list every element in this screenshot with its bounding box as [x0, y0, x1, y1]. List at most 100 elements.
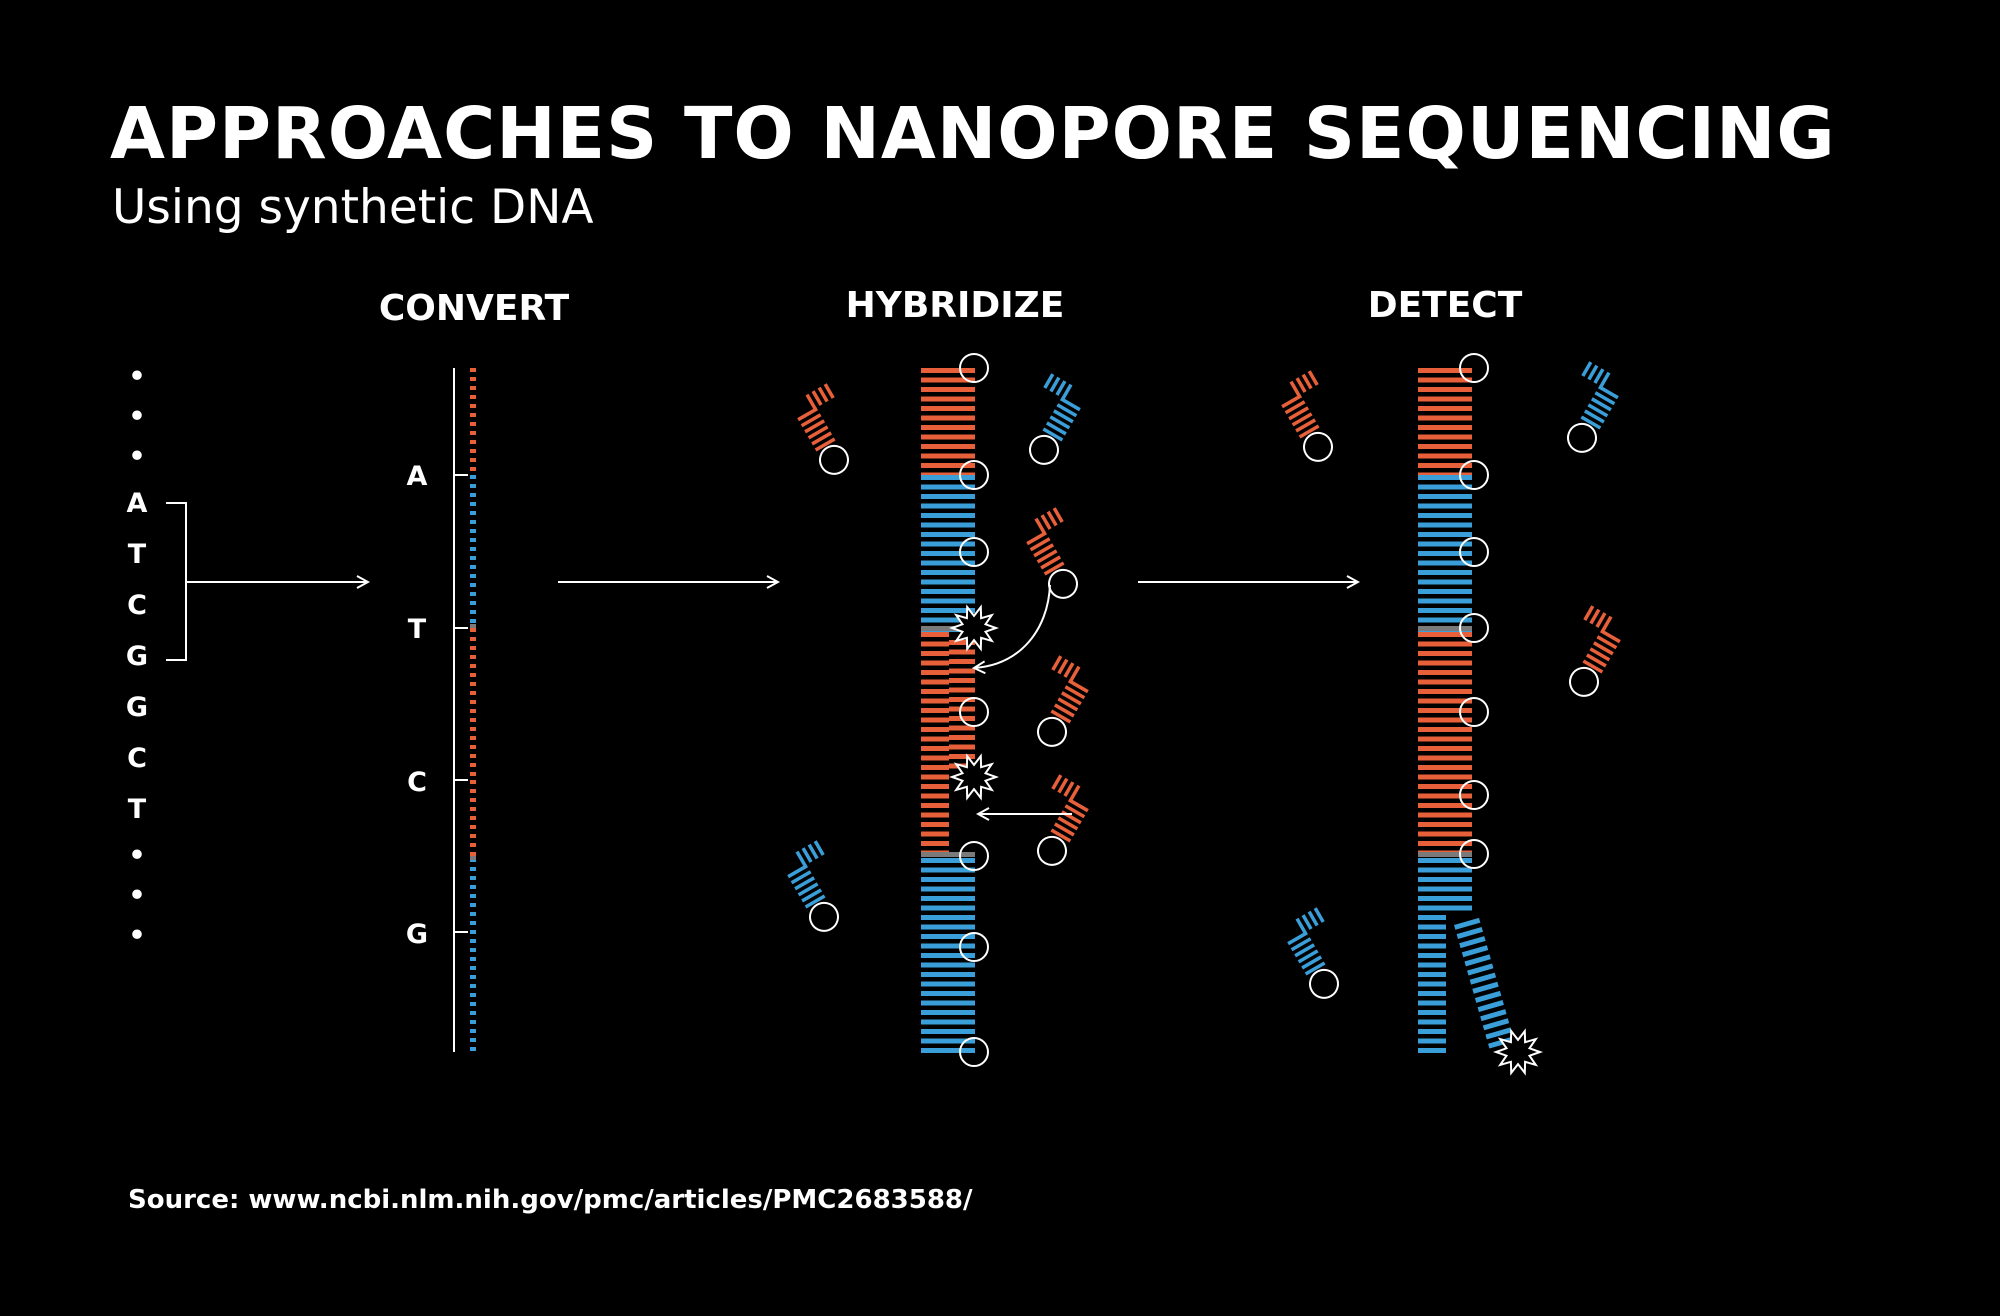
probe-segment [1060, 691, 1082, 706]
dna-base-stripe [1418, 522, 1472, 528]
dna-base-stripe [1418, 755, 1472, 761]
dna-base-stripe [1418, 746, 1472, 751]
dna-base-dash [470, 673, 476, 677]
probe-segment [1049, 376, 1061, 393]
dna-base-stripe [921, 377, 975, 383]
dna-base-stripe [949, 735, 975, 740]
beacon-probe-icon [1037, 655, 1089, 747]
dna-base-dash [470, 966, 476, 970]
axis-label-t: T [408, 614, 427, 645]
dna-base-stripe [1418, 670, 1472, 675]
dna-base-stripe [921, 841, 949, 846]
dna-base-dash [470, 646, 476, 650]
dna-base-stripe [1418, 698, 1472, 704]
dna-base-dash [470, 655, 476, 659]
strand-junction [1418, 626, 1472, 631]
dna-base-dash [470, 502, 476, 506]
dna-base-dash [470, 431, 476, 435]
dna-base-dash [470, 368, 476, 372]
dna-base-stripe [921, 1029, 975, 1034]
dna-base-stripe [1418, 905, 1472, 911]
probe-segment [1583, 409, 1605, 424]
dna-base-stripe [921, 453, 975, 459]
dna-base-stripe [1418, 503, 1472, 509]
probe-segment [1307, 370, 1319, 386]
sequence-base: A [127, 488, 148, 519]
beacon-circle [1459, 460, 1489, 490]
dna-base-stripe [921, 617, 975, 623]
dna-base-stripe [949, 725, 975, 731]
dna-base-dash [470, 975, 476, 979]
beacon-circle [1459, 697, 1489, 727]
dna-base-stripe [1418, 867, 1472, 873]
dna-base-stripe [1418, 774, 1472, 780]
probe-segment [1307, 910, 1319, 927]
dna-base-stripe [921, 822, 949, 827]
probe-segment [1063, 662, 1075, 678]
dna-base-stripe [1418, 660, 1472, 666]
probe-segment [1043, 561, 1065, 576]
dna-base-stripe [949, 659, 975, 664]
dna-base-stripe [921, 396, 975, 402]
dna-base-stripe [1418, 708, 1472, 713]
dna-base-dash [470, 1002, 476, 1006]
dna-base-dash [470, 475, 476, 479]
dna-base-stripe [921, 774, 949, 780]
beacon-circle [1459, 537, 1489, 567]
probe-segment [801, 888, 823, 903]
probe-segment [1043, 373, 1055, 389]
dna-base-stripe [921, 793, 949, 799]
dna-base-stripe [921, 765, 949, 770]
probe-segment [1287, 931, 1309, 946]
dna-base-dash [470, 484, 476, 488]
dna-base-dash [470, 780, 476, 784]
strand-junction [470, 624, 476, 628]
page-title: APPROACHES TO NANOPORE SEQUENCING [110, 92, 1836, 175]
beacon-circle [959, 353, 989, 383]
probe-segment [1288, 406, 1310, 421]
dna-base-stripe [1418, 1000, 1446, 1006]
probe-segment [1301, 955, 1323, 970]
beacon-circle [1309, 968, 1339, 999]
dna-base-stripe [921, 953, 975, 958]
probe-segment [1063, 781, 1075, 797]
probe-segment [1582, 659, 1604, 674]
ellipsis-dot: • [128, 401, 145, 432]
dna-base-stripe [1418, 589, 1472, 594]
dna-base-stripe [949, 697, 975, 702]
beacon-circle [1459, 613, 1489, 643]
dna-base-stripe [921, 660, 949, 666]
probe-segment [1057, 777, 1069, 794]
beacon-circle [959, 697, 989, 727]
probe-segment [1052, 507, 1064, 523]
dna-base-stripe [1418, 727, 1472, 732]
dna-base-stripe [921, 877, 975, 882]
probe-segment [1589, 608, 1601, 625]
beacon-circle [1569, 666, 1599, 697]
probe-segment [795, 850, 807, 867]
dna-base-stripe [1418, 717, 1472, 723]
probe-segment [1045, 421, 1067, 436]
beacon-probe-icon [787, 840, 839, 932]
beacon-probe-icon [1037, 774, 1089, 866]
dna-base-stripe [921, 406, 975, 411]
beacon-probe-icon [797, 383, 849, 475]
probe-segment [1040, 514, 1052, 530]
dna-base-stripe [921, 1038, 975, 1044]
beacon-probe-icon [1567, 361, 1619, 453]
dna-base-stripe [921, 981, 975, 987]
probe-segment [804, 894, 826, 909]
probe-segment [1040, 555, 1062, 570]
ellipsis-dot: • [128, 920, 145, 951]
dna-base-stripe [1418, 784, 1472, 789]
probe-segment [1589, 647, 1611, 662]
beacon-probe-icon [1281, 370, 1333, 462]
strand-junction [921, 852, 975, 857]
dna-base-dash [470, 682, 476, 686]
dna-base-stripe [949, 754, 975, 759]
probe-segment [1057, 816, 1079, 831]
probe-segment [1042, 427, 1064, 442]
dna-base-stripe [1418, 463, 1472, 468]
dna-base-stripe [1454, 917, 1481, 930]
dna-base-stripe [921, 812, 949, 818]
